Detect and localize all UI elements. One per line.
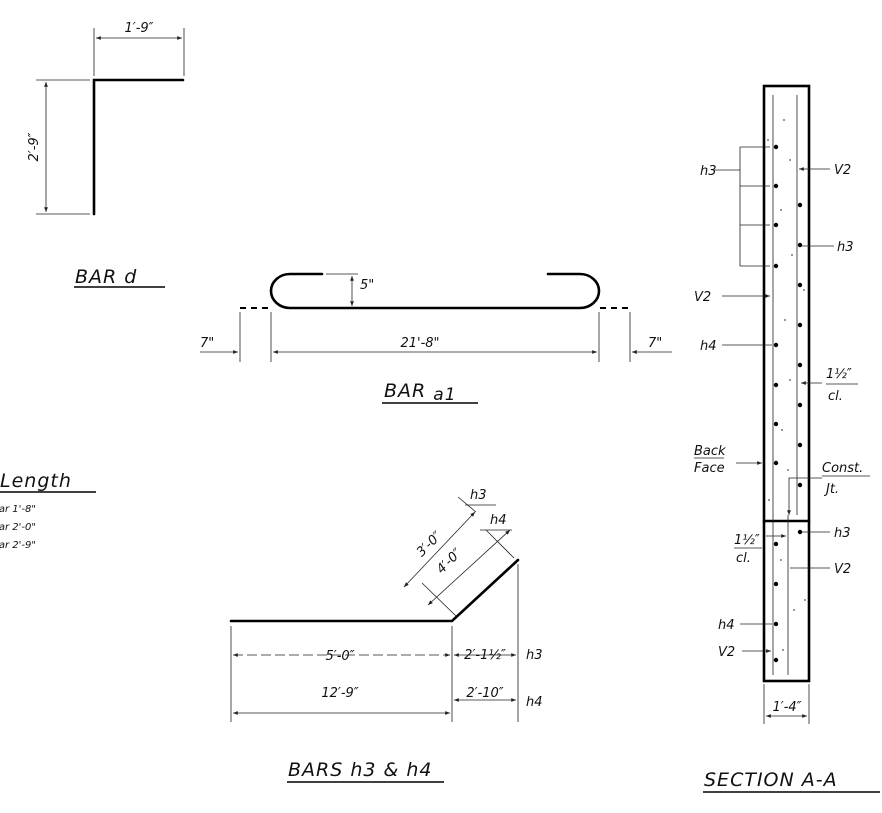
bar-d-dim-vertical: 2′-9″ (27, 132, 42, 161)
length-table-heading: Length (0, 470, 72, 492)
length-table: Length Bar 1'-8" Bar 2'-0" Bar 2'-9" (0, 470, 96, 551)
section-dim-width: 1′-4″ (772, 700, 801, 715)
bars-h-label-h4-upper: h4 (490, 513, 507, 528)
length-table-row: Bar 1'-8" (0, 504, 36, 515)
bars-h-ext-diag-upper-h3 (457, 496, 477, 513)
section-concrete-texture (767, 119, 806, 651)
length-table-row: Bar 2'-9" (0, 540, 36, 551)
section-title: SECTION A-A (704, 769, 838, 791)
section-back-face-line1: Back (694, 444, 726, 459)
section-label-v2-left: V2 (694, 290, 711, 305)
section-label-h3-left: h3 (700, 164, 717, 179)
section-const-jt-leader (787, 477, 822, 515)
bar-d-shape (92, 78, 185, 216)
bars-h-label-h3-upper: h3 (470, 488, 487, 503)
bar-d-dim-horizontal: 1′-9″ (124, 21, 153, 36)
section-a-a-group: h3 V2 h3 V2 h4 1½″ cl. Back Face Const. … (694, 84, 880, 793)
bars-h-ext-diag-lower (421, 582, 457, 617)
bars-h-shape (229, 558, 520, 623)
bars-h-title: BARS h3 & h4 (288, 759, 433, 781)
section-label-h4-left-upper: h4 (700, 339, 717, 354)
bar-a1-title: BAR a1 (384, 380, 457, 405)
section-wall-outline (762, 84, 811, 683)
section-const-jt-line2: Jt. (823, 482, 839, 497)
section-label-h3-right-lower: h3 (834, 526, 851, 541)
section-label-v2-lower-right: V2 (834, 562, 851, 577)
bars-h-dim-h4-bend: 2′-10″ (466, 686, 503, 701)
bars-h-dim-h4-straight: 12′-9″ (321, 686, 358, 701)
section-const-jt-line1: Const. (822, 461, 863, 476)
section-label-h4-left-lower: h4 (718, 618, 735, 633)
bar-a1-dim-right: 7" (648, 336, 662, 351)
bars-h-label-h3-right: h3 (526, 648, 543, 663)
bar-a1-dim-hook: 5" (360, 278, 374, 293)
bars-h-dim-line-h4-diag (427, 529, 511, 606)
section-clear-right-value: 1½″ (826, 367, 852, 382)
bar-d-title: BAR d (75, 266, 137, 288)
section-h3-bracket (739, 146, 770, 267)
section-label-h3-right-upper: h3 (837, 240, 854, 255)
bar-a1-shape (269, 272, 601, 310)
bars-h-dim-h3-bend: 2′-1½″ (464, 648, 506, 663)
section-label-v2-upper-right: V2 (834, 163, 851, 178)
bars-h-dim-h3-straight: 5′-0″ (325, 649, 354, 664)
bars-h-dim-h3-diagonal: 3′-0″ (414, 529, 445, 560)
bars-h-label-h4-right: h4 (526, 695, 543, 710)
section-horizontal-bars (773, 144, 803, 663)
bars-h-group: 3′-0″ 4′-0″ h3 h4 5′-0″ 2′-1½″ h3 12′-9″… (229, 488, 543, 783)
section-clear-left-value: 1½″ (734, 533, 760, 548)
length-table-row: Bar 2'-0" (0, 522, 36, 533)
bar-a1-dim-length: 21'-8" (400, 336, 439, 351)
section-clear-left-unit: cl. (736, 551, 751, 566)
bars-h-ext-diag-upper-h4 (485, 529, 515, 559)
bar-a1-dim-left: 7" (200, 336, 214, 351)
bar-d-group: 1′-9″ 2′-9″ BAR d (27, 21, 185, 288)
section-label-v2-left-lower: V2 (718, 645, 735, 660)
section-back-face-line2: Face (694, 461, 725, 476)
section-clear-right-unit: cl. (828, 389, 843, 404)
bar-a1-group: 5" 21'-8" 7" 7" BAR a1 (200, 272, 672, 405)
